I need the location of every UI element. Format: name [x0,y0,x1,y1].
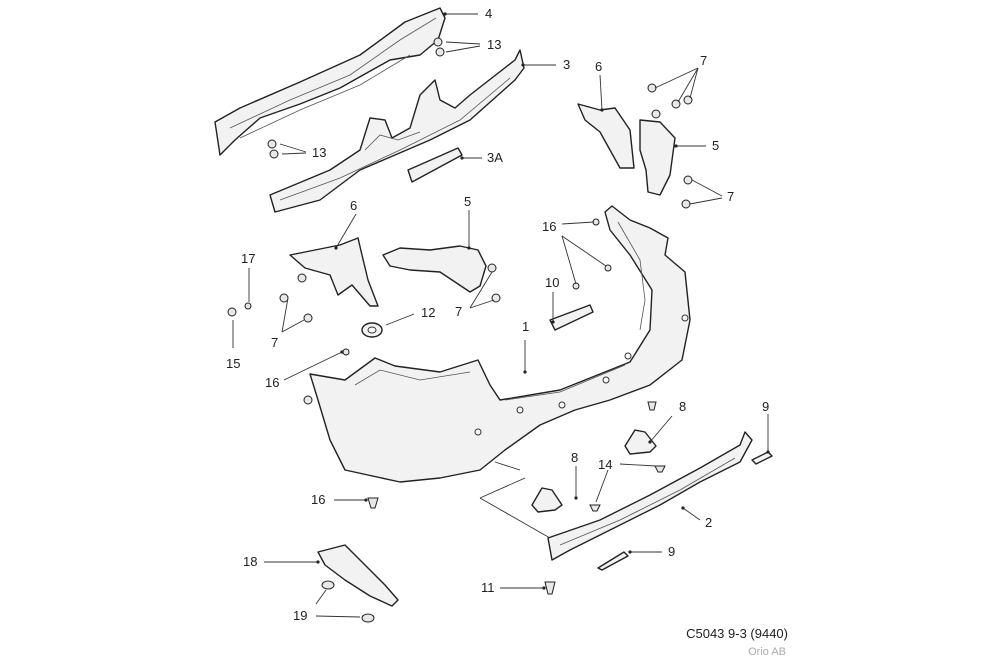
callout-11: 11 [481,580,495,595]
part-9-strip-b [597,551,629,571]
callout-3: 3 [563,57,570,72]
diagram-code: C5043 9-3 (9440) [686,626,788,641]
leader-lines [232,12,770,618]
callout-9-bottom: 9 [668,544,675,559]
callout-16-left: 16 [265,375,279,390]
part-8-bracket-a [624,429,657,455]
callout-15: 15 [226,356,240,371]
brand-label: Orio AB [748,646,786,658]
callout-8-right: 8 [679,399,686,414]
callout-12: 12 [421,305,435,320]
callout-14: 14 [598,457,612,472]
callout-17: 17 [241,251,255,266]
part-19-clip-a [321,580,335,590]
callout-7-top: 7 [700,53,707,68]
callout-16-top: 16 [542,219,556,234]
callout-9-right: 9 [762,399,769,414]
callout-16-bottom: 16 [311,492,325,507]
callout-8-left: 8 [571,450,578,465]
part-5-bracket-right [639,119,676,196]
callout-5-left: 5 [464,194,471,209]
part-6-bracket-right [577,103,635,169]
part-18-shield [317,544,399,607]
part-5-bracket-left [382,245,487,293]
callout-19: 19 [293,608,307,623]
part-19-clip-b [361,613,375,623]
callout-6-top: 6 [595,59,602,74]
part-4-impact-bar [214,7,446,156]
part-10-bracket [549,304,594,331]
callout-6-left: 6 [350,198,357,213]
part-3a-bracket [407,147,463,183]
callout-13-left: 13 [312,145,326,160]
callout-7-left: 7 [271,335,278,350]
callout-4: 4 [485,6,492,21]
callout-2: 2 [705,515,712,530]
part-6-bracket-left [289,237,379,307]
callout-7-middle: 7 [455,304,462,319]
part-9-strip-a [751,451,773,465]
callout-3a: 3A [487,150,503,165]
callout-7-right: 7 [727,189,734,204]
callout-5-right: 5 [712,138,719,153]
callout-1: 1 [522,319,529,334]
callout-18: 18 [243,554,257,569]
part-3-energy-absorber [269,49,525,213]
callout-10: 10 [545,275,559,290]
part-12-cap [361,322,383,338]
part-1-bumper-cover [309,205,691,483]
callout-13-top: 13 [487,37,501,52]
part-8-bracket-b [531,487,563,513]
part-2-diffuser [547,431,753,561]
